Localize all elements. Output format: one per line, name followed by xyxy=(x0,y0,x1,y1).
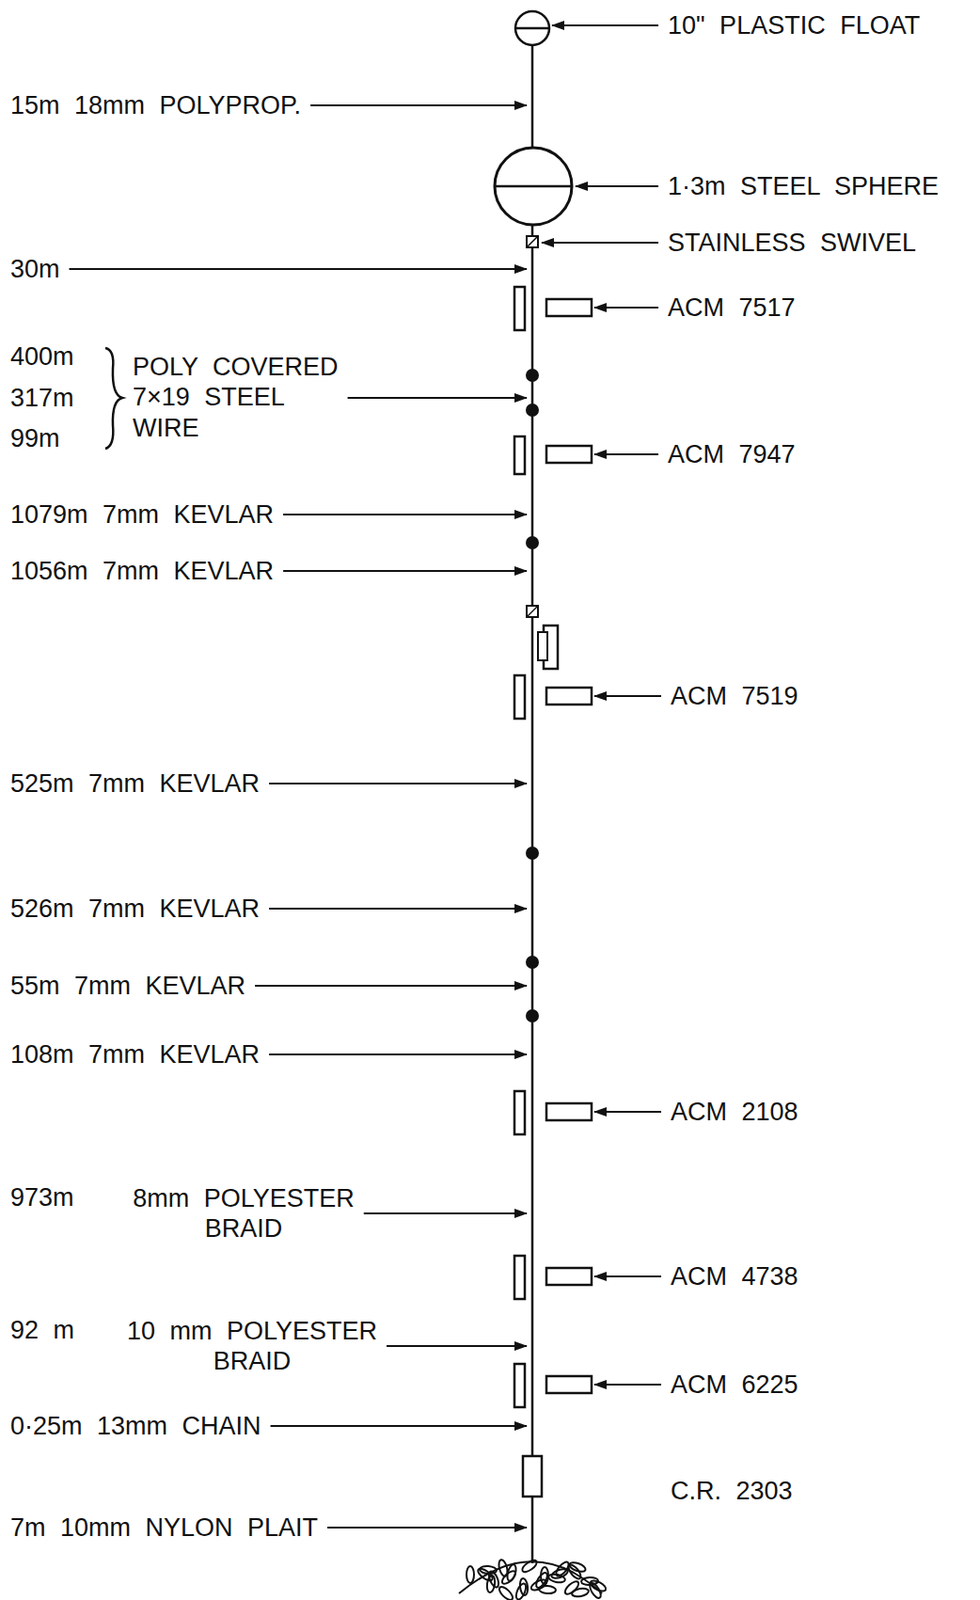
leader-arrow xyxy=(363,1212,527,1215)
current-meter xyxy=(514,286,592,1407)
leader-arrow xyxy=(594,306,659,309)
leader-arrow xyxy=(310,104,527,107)
part-label: ACM 2108 xyxy=(670,1096,799,1127)
part-label: 7m 10mm NYLON PLAIT xyxy=(10,1512,318,1543)
buoyancy-ball xyxy=(525,368,539,1023)
bracket xyxy=(105,347,123,449)
leader-arrow xyxy=(552,24,659,27)
part-label: 1079m 7mm KEVLAR xyxy=(10,499,274,530)
plastic-float xyxy=(515,11,550,46)
part-label: 15m 18mm POLYPROP. xyxy=(10,90,301,121)
part-label: 10 mm POLYESTER BRAID xyxy=(122,1315,382,1377)
part-label: 1·3m STEEL SPHERE xyxy=(667,171,939,202)
part-label: 1056m 7mm KEVLAR xyxy=(10,555,274,586)
leader-arrow xyxy=(594,695,662,697)
part-label: 0·25m 13mm CHAIN xyxy=(10,1410,262,1441)
part-label: POLY COVERED 7×19 STEEL WIRE xyxy=(132,351,345,443)
steel-sphere xyxy=(494,147,572,225)
leader-arrow xyxy=(283,569,527,572)
leader-arrow xyxy=(268,907,527,910)
leader-arrow xyxy=(268,782,527,785)
part-label: ACM 7947 xyxy=(667,439,796,470)
part-label: ACM 7517 xyxy=(667,292,796,323)
leader-arrow xyxy=(268,1053,527,1056)
leader-arrow xyxy=(594,453,659,456)
leader-arrow xyxy=(386,1344,527,1347)
swivel xyxy=(526,605,538,617)
leader-arrow xyxy=(347,396,527,399)
part-label: 317m xyxy=(10,382,75,413)
leader-arrow xyxy=(270,1424,527,1427)
part-label: 55m 7mm KEVLAR xyxy=(10,970,246,1001)
leader-arrow xyxy=(594,1110,662,1113)
part-label: STAINLESS SWIVEL xyxy=(667,227,917,258)
leader-arrow xyxy=(594,1383,662,1386)
part-label: ACM 6225 xyxy=(670,1369,799,1400)
part-label: 10" PLASTIC FLOAT xyxy=(667,10,920,41)
part-label: 973m xyxy=(10,1182,75,1213)
anchor-chain-pile xyxy=(458,1558,608,1600)
mooring-line xyxy=(531,45,535,1564)
leader-arrow xyxy=(575,185,659,188)
part-label: 8mm POLYESTER BRAID xyxy=(120,1183,367,1245)
leader-arrow xyxy=(541,241,659,244)
leader-arrow xyxy=(327,1526,527,1529)
leader-arrow xyxy=(594,1275,662,1278)
leader-arrow xyxy=(254,984,527,987)
acoustic-release xyxy=(522,1455,542,1497)
swivel xyxy=(526,236,538,248)
part-label: ACM 7519 xyxy=(670,680,799,712)
part-label: 99m xyxy=(10,423,61,454)
part-label: 30m xyxy=(10,253,61,285)
part-label: ACM 4738 xyxy=(670,1261,799,1292)
part-label: 108m 7mm KEVLAR xyxy=(10,1039,260,1070)
leader-arrow xyxy=(69,268,527,270)
part-label: 525m 7mm KEVLAR xyxy=(10,768,260,799)
part-label: 92 m xyxy=(10,1314,75,1345)
part-label: 400m xyxy=(10,341,75,372)
part-label: 526m 7mm KEVLAR xyxy=(10,893,260,924)
leader-arrow xyxy=(283,513,527,516)
part-label: C.R. 2303 xyxy=(670,1475,793,1506)
